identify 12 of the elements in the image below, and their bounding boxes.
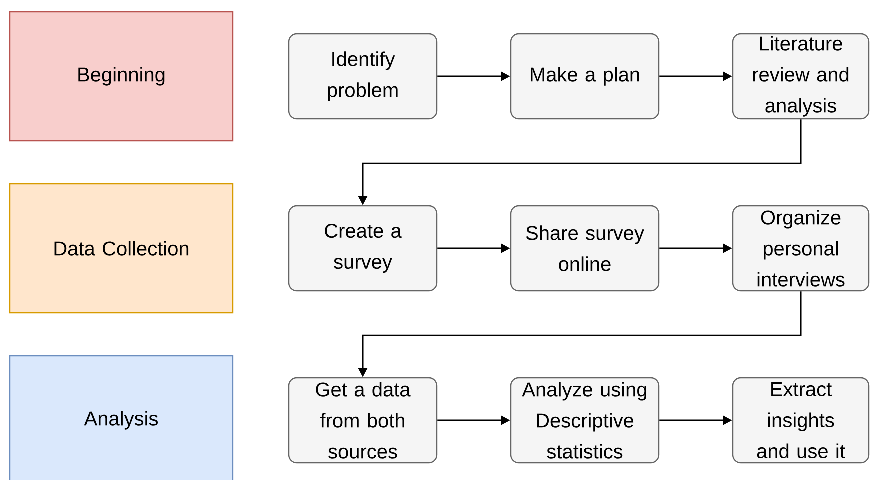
process-box: Make a plan [510,33,660,120]
process-box: Literature review and analysis [732,33,870,120]
stage-box: Beginning [9,11,234,142]
process-box: Organize personal interviews [732,205,870,292]
process-box: Share survey online [510,205,660,292]
process-box: Get a data from both sources [288,377,438,464]
stage-box: Data Collection [9,183,234,314]
process-box: Extract insights and use it [732,377,870,464]
stage-box: Analysis [9,355,234,480]
process-box: Analyze using Descriptive statistics [510,377,660,464]
process-box: Identify problem [288,33,438,120]
process-box: Create a survey [288,205,438,292]
